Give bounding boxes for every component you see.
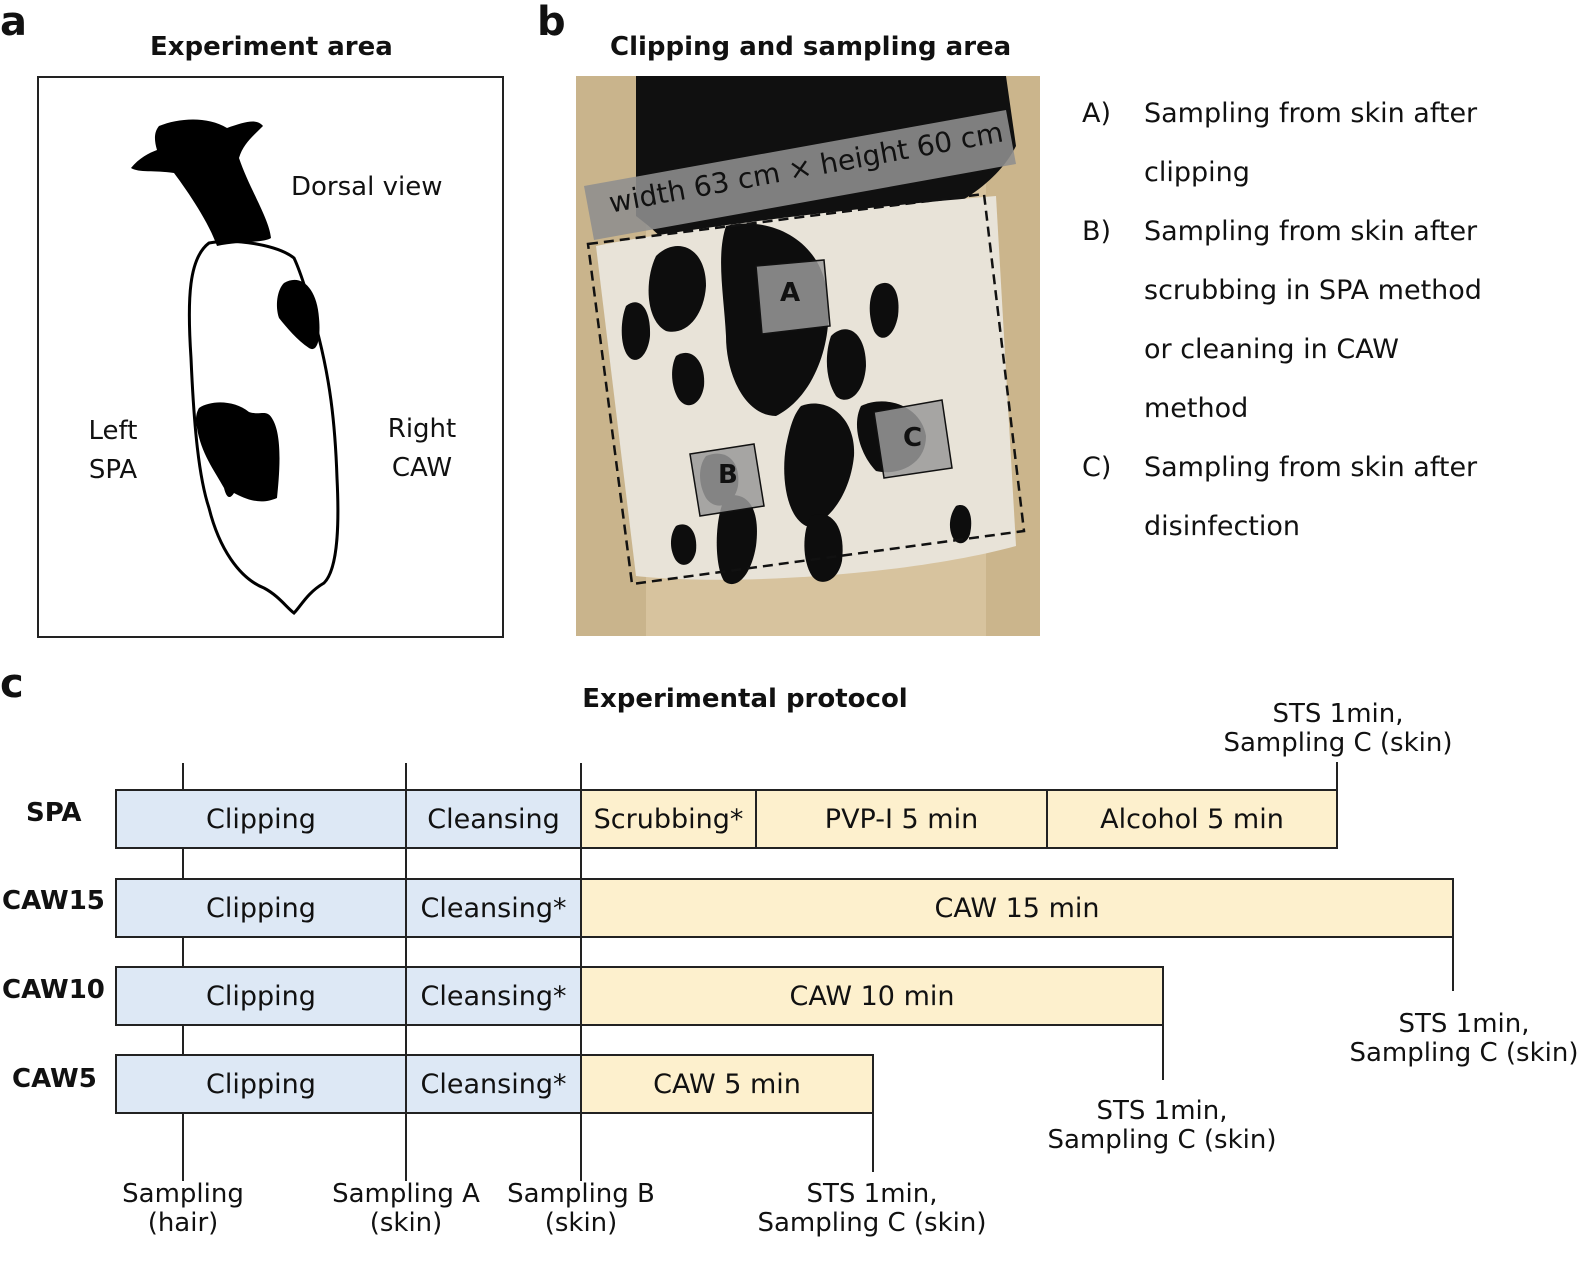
panel-b-title: Clipping and sampling area bbox=[610, 32, 1012, 62]
sampling-box-a-label: A bbox=[780, 278, 801, 308]
sampling-box-c-label: C bbox=[903, 423, 923, 453]
caw15-caw-segment: CAW 15 min bbox=[582, 880, 1452, 936]
experiment-area-frame bbox=[37, 76, 504, 638]
sampling-box-b-label: B bbox=[718, 460, 738, 490]
legend-b-line-2: scrubbing in SPA method bbox=[1144, 275, 1482, 306]
legend-c-line-2: disinfection bbox=[1144, 511, 1301, 542]
caw10-cleansing-segment: Cleansing* bbox=[407, 968, 582, 1024]
legend-key-b: B) bbox=[1082, 216, 1112, 247]
caw10-clipping-segment: Clipping bbox=[117, 968, 407, 1024]
caw5-protocol-bar: Clipping Cleansing* CAW 5 min bbox=[115, 1054, 874, 1114]
spa-alcohol-segment: Alcohol 5 min bbox=[1048, 791, 1336, 847]
panel-c-letter: c bbox=[0, 661, 24, 707]
caw10-caw-segment: CAW 10 min bbox=[582, 968, 1162, 1024]
caw10-sts-label: STS 1min, Sampling C (skin) bbox=[1047, 1096, 1277, 1155]
caw10-protocol-bar: Clipping Cleansing* CAW 10 min bbox=[115, 966, 1164, 1026]
caw15-sts-label: STS 1min, Sampling C (skin) bbox=[1349, 1009, 1579, 1068]
spa-scrubbing-segment: Scrubbing* bbox=[582, 791, 757, 847]
left-method-label: SPA bbox=[88, 455, 138, 485]
left-label: Left bbox=[88, 416, 138, 446]
panel-b-letter: b bbox=[537, 0, 566, 45]
spa-clipping-segment: Clipping bbox=[117, 791, 407, 847]
panel-c-title: Experimental protocol bbox=[582, 684, 908, 714]
spa-protocol-bar: Clipping Cleansing Scrubbing* PVP-I 5 mi… bbox=[115, 789, 1338, 849]
legend-key-c: C) bbox=[1082, 452, 1112, 483]
caw5-end-marker bbox=[872, 1112, 874, 1172]
legend-a-line-1: Sampling from skin after bbox=[1144, 98, 1478, 129]
sampling-hair-label: Sampling (hair) bbox=[122, 1179, 244, 1238]
sampling-b-label: Sampling B (skin) bbox=[507, 1179, 655, 1238]
caw5-cleansing-segment: Cleansing* bbox=[407, 1056, 582, 1112]
cow-skin-photo bbox=[576, 76, 1040, 636]
caw5-clipping-segment: Clipping bbox=[117, 1056, 407, 1112]
spa-sts-label: STS 1min, Sampling C (skin) bbox=[1223, 699, 1453, 758]
sampling-a-label: Sampling A (skin) bbox=[332, 1179, 480, 1238]
caw5-sts-label: STS 1min, Sampling C (skin) bbox=[757, 1179, 987, 1238]
legend-b-line-4: method bbox=[1144, 393, 1249, 424]
legend-b-line-3: or cleaning in CAW bbox=[1144, 334, 1399, 365]
caw15-end-marker bbox=[1452, 935, 1454, 991]
panel-a-title: Experiment area bbox=[150, 32, 393, 62]
caw10-end-marker bbox=[1162, 1024, 1164, 1080]
right-label: Right bbox=[387, 414, 457, 444]
clipping-area-photo: width 63 cm × height 60 cm A B C bbox=[576, 76, 1040, 636]
row-label-caw10: CAW10 bbox=[2, 975, 105, 1005]
cow-dorsal-outline-icon bbox=[131, 119, 340, 615]
right-method-label: CAW bbox=[391, 453, 453, 483]
dorsal-view-label: Dorsal view bbox=[291, 172, 443, 202]
legend-a-line-2: clipping bbox=[1144, 157, 1250, 188]
caw15-cleansing-segment: Cleansing* bbox=[407, 880, 582, 936]
caw5-caw-segment: CAW 5 min bbox=[582, 1056, 872, 1112]
spa-cleansing-segment: Cleansing bbox=[407, 791, 582, 847]
legend-b-line-1: Sampling from skin after bbox=[1144, 216, 1478, 247]
spa-end-marker bbox=[1336, 762, 1338, 792]
row-label-caw5: CAW5 bbox=[12, 1064, 97, 1094]
legend-c-line-1: Sampling from skin after bbox=[1144, 452, 1478, 483]
spa-pvpi-segment: PVP-I 5 min bbox=[757, 791, 1048, 847]
row-label-caw15: CAW15 bbox=[2, 886, 105, 916]
panel-a-letter: a bbox=[0, 0, 27, 45]
caw15-clipping-segment: Clipping bbox=[117, 880, 407, 936]
legend-key-a: A) bbox=[1082, 98, 1112, 129]
row-label-spa: SPA bbox=[26, 798, 82, 828]
caw15-protocol-bar: Clipping Cleansing* CAW 15 min bbox=[115, 878, 1454, 938]
